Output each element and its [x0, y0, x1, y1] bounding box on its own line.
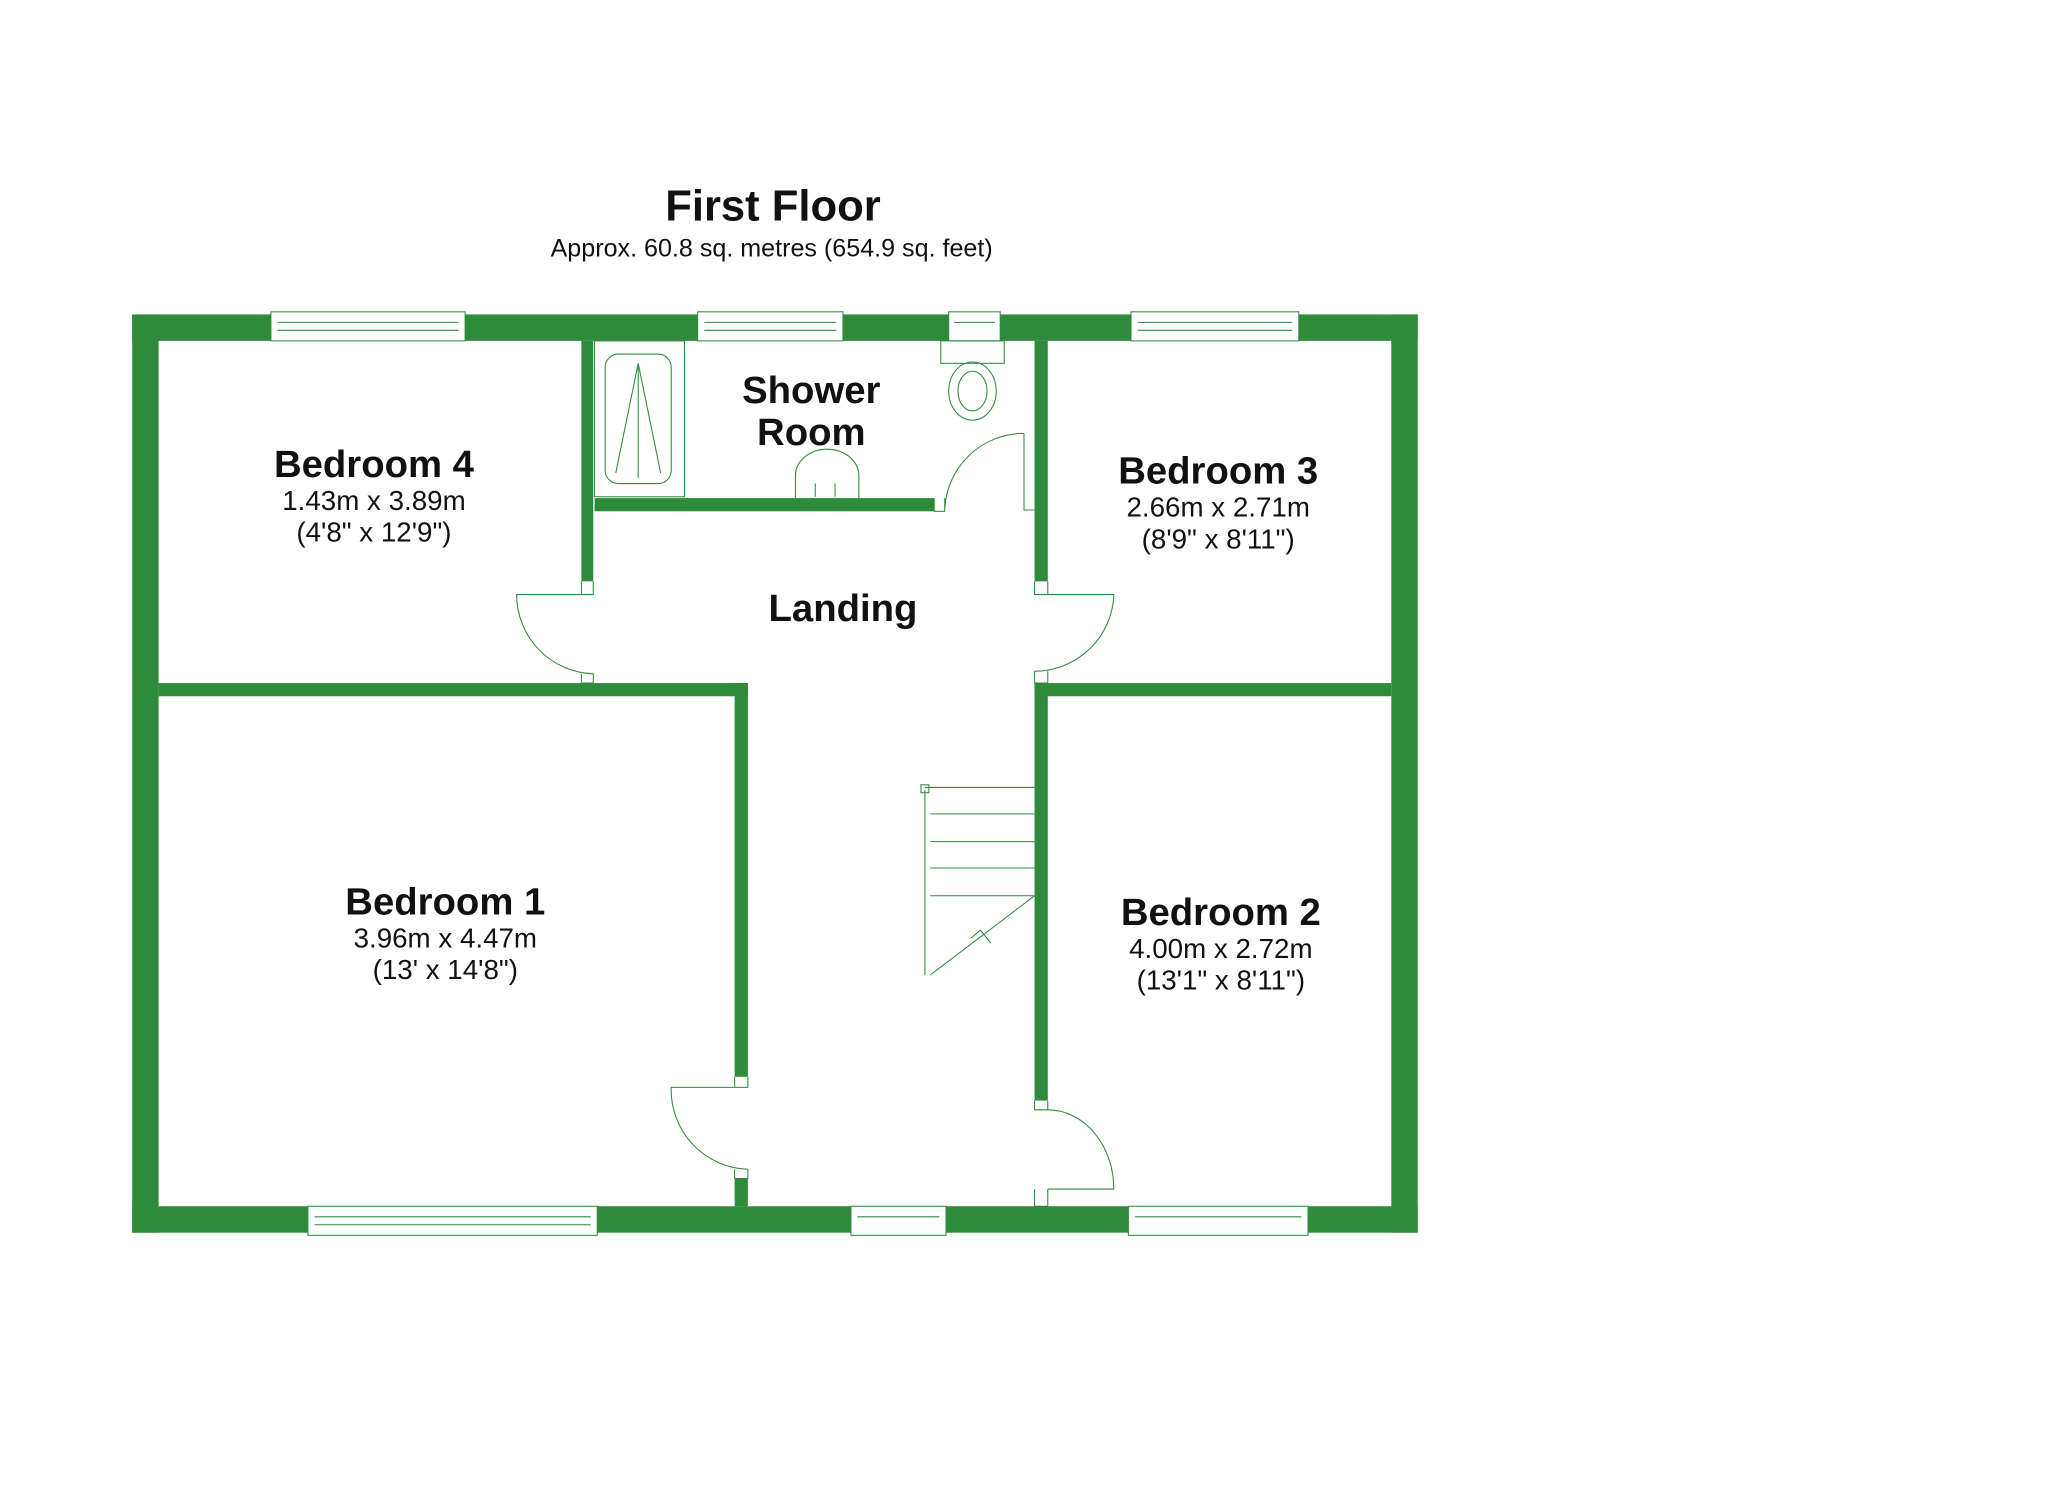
room-bedroom-4: Bedroom 4 1.43m x 3.89m (4'8" x 12'9") — [274, 443, 475, 548]
window — [270, 311, 466, 342]
room-dimensions-imperial: (13' x 14'8") — [373, 954, 518, 985]
door-bedroom2 — [1034, 1100, 1115, 1207]
room-name: Bedroom 4 — [274, 443, 475, 486]
window — [850, 1205, 947, 1236]
room-name: Room — [757, 411, 865, 454]
door-bedroom3 — [1034, 581, 1115, 684]
room-shower-room: Shower Room — [742, 369, 880, 454]
room-bedroom-3: Bedroom 3 2.66m x 2.71m (8'9" x 8'11") — [1118, 450, 1318, 555]
room-dimensions-imperial: (4'8" x 12'9") — [296, 517, 451, 548]
wall-bedroom4-south — [158, 683, 748, 697]
room-dimensions-metric: 1.43m x 3.89m — [282, 485, 465, 516]
room-dimensions-metric: 3.96m x 4.47m — [354, 922, 537, 953]
room-dimensions-metric: 4.00m x 2.72m — [1129, 933, 1312, 964]
wall-bedroom3-west — [1034, 340, 1048, 582]
room-name: Shower — [742, 369, 880, 412]
wall-shower-south — [594, 498, 935, 512]
shower-tray — [594, 340, 685, 498]
doors — [516, 432, 1115, 1207]
shower-icon — [604, 353, 672, 485]
toilet-icon — [948, 361, 997, 421]
room-landing: Landing — [769, 587, 918, 630]
floor-title: First Floor — [665, 183, 881, 231]
outer-wall-left — [132, 314, 159, 1233]
sink-icon — [794, 448, 860, 499]
shower-fixtures — [594, 340, 1005, 499]
window — [1130, 311, 1300, 342]
staircase — [920, 784, 1035, 976]
wall-bedroom3-south — [1034, 683, 1392, 697]
room-name: Bedroom 1 — [345, 880, 545, 923]
room-name: Bedroom 2 — [1121, 891, 1321, 934]
door-bedroom1 — [670, 1076, 749, 1180]
room-bedroom-2: Bedroom 2 4.00m x 2.72m (13'1" x 8'11") — [1121, 891, 1321, 996]
room-name: Bedroom 3 — [1118, 450, 1318, 493]
windows — [270, 311, 1309, 1236]
floor-area: Approx. 60.8 sq. metres (654.9 sq. feet) — [551, 234, 993, 262]
wall-bedroom1-east — [734, 683, 748, 1077]
window — [948, 311, 1001, 342]
door-bedroom4 — [516, 581, 594, 684]
wall-bedroom2-west — [1034, 683, 1048, 1101]
window — [307, 1205, 598, 1236]
window — [1127, 1205, 1309, 1236]
room-dimensions-imperial: (8'9" x 8'11") — [1142, 523, 1295, 554]
window — [697, 311, 844, 342]
room-name: Landing — [769, 587, 918, 630]
wall-bedroom4-east — [581, 340, 594, 582]
outer-wall-right — [1391, 314, 1418, 1233]
door-shower — [933, 432, 1035, 512]
toilet-cistern — [940, 340, 1005, 364]
wall-bedroom1-stub — [734, 1178, 748, 1207]
room-bedroom-1: Bedroom 1 3.96m x 4.47m (13' x 14'8") — [345, 880, 545, 985]
room-dimensions-imperial: (13'1" x 8'11") — [1137, 965, 1306, 996]
room-dimensions-metric: 2.66m x 2.71m — [1126, 492, 1309, 523]
